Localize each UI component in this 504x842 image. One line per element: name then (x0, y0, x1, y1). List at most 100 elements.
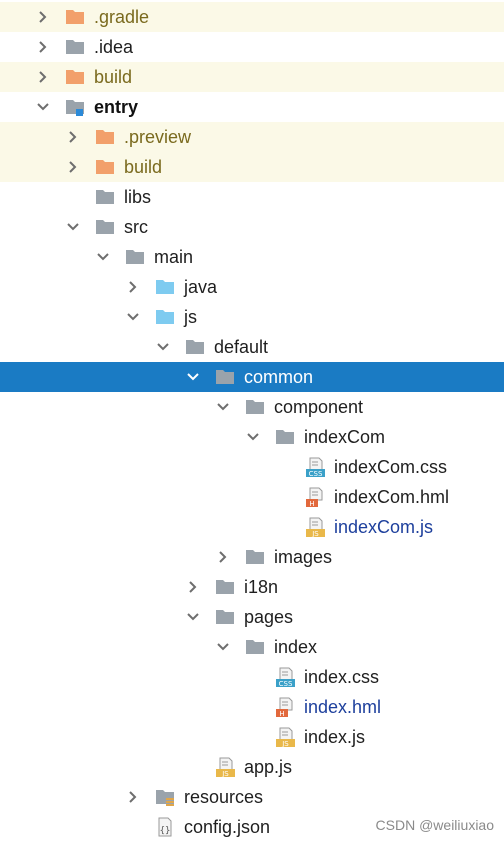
tree-row[interactable]: i18n (0, 572, 504, 602)
tree-row[interactable]: java (0, 272, 504, 302)
tree-row[interactable]: default (0, 332, 504, 362)
tree-row[interactable]: CSS index.css (0, 662, 504, 692)
tree-row-label: pages (244, 607, 294, 627)
chevron-right-icon[interactable] (36, 10, 50, 24)
tree-row[interactable]: build (0, 62, 504, 92)
chevron-right-icon[interactable] (186, 580, 200, 594)
css-file-icon: CSS (275, 667, 295, 687)
tree-row-label: indexCom.js (334, 517, 434, 537)
tree-row-label: js (184, 307, 197, 327)
chevron-down-icon[interactable] (246, 430, 260, 444)
chevron-down-icon[interactable] (126, 310, 140, 324)
hml-file-icon: H (305, 487, 325, 507)
chevron-right-icon[interactable] (66, 160, 80, 174)
folder-gray-icon (275, 427, 295, 447)
js-file-icon: JS (215, 757, 235, 777)
tree-row[interactable]: JS index.js (0, 722, 504, 752)
folder-gray-icon (245, 397, 265, 417)
tree-row-label: common (244, 367, 314, 387)
tree-row-label: index.css (304, 667, 380, 687)
svg-text:CSS: CSS (309, 470, 323, 477)
folder-gray-icon (185, 337, 205, 357)
tree-row[interactable]: build (0, 152, 504, 182)
tree-row-label: resources (184, 787, 264, 807)
tree-row[interactable]: .idea (0, 32, 504, 62)
folder-orange-icon (65, 7, 85, 27)
tree-row-label: indexCom (304, 427, 386, 447)
folder-gray-icon (215, 577, 235, 597)
tree-row[interactable]: CSS indexCom.css (0, 452, 504, 482)
tree-row-label: component (274, 397, 364, 417)
chevron-down-icon[interactable] (216, 400, 230, 414)
js-file-icon: JS (275, 727, 295, 747)
svg-text:H: H (309, 500, 314, 507)
folder-blue-icon (155, 307, 175, 327)
watermark: CSDN @weiliuxiao (375, 817, 494, 833)
folder-gray-icon (215, 367, 235, 387)
chevron-down-icon[interactable] (36, 100, 50, 114)
tree-row-label: default (214, 337, 269, 357)
tree-row-label: index.hml (304, 697, 382, 717)
tree-row-label: build (94, 67, 133, 87)
tree-row-label: .preview (124, 127, 192, 147)
chevron-right-icon[interactable] (36, 40, 50, 54)
tree-row-label: src (124, 217, 148, 237)
tree-row-label: config.json (184, 817, 271, 837)
tree-row[interactable]: {} config.json (0, 812, 504, 842)
tree-row-label: index (274, 637, 318, 657)
tree-row-label: index.js (304, 727, 366, 747)
hml-file-icon: H (275, 697, 295, 717)
tree-row[interactable]: main (0, 242, 504, 272)
svg-text:JS: JS (221, 770, 229, 777)
tree-row-label: app.js (244, 757, 293, 777)
tree-row[interactable]: images (0, 542, 504, 572)
tree-row[interactable]: libs (0, 182, 504, 212)
chevron-right-icon[interactable] (36, 70, 50, 84)
chevron-right-icon[interactable] (66, 130, 80, 144)
tree-row[interactable]: index (0, 632, 504, 662)
folder-gray-icon (65, 37, 85, 57)
folder-gray-icon (95, 217, 115, 237)
js-file-icon: JS (305, 517, 325, 537)
folder-blue-icon (155, 277, 175, 297)
json-file-icon: {} (155, 817, 175, 837)
css-file-icon: CSS (305, 457, 325, 477)
chevron-down-icon[interactable] (186, 370, 200, 384)
tree-row-label: indexCom.css (334, 457, 448, 477)
svg-text:CSS: CSS (279, 680, 293, 687)
chevron-right-icon[interactable] (216, 550, 230, 564)
tree-row[interactable]: JS indexCom.js (0, 512, 504, 542)
folder-orange-icon (95, 127, 115, 147)
tree-row[interactable]: common (0, 362, 504, 392)
resources-folder-icon (155, 787, 175, 807)
tree-row[interactable]: js (0, 302, 504, 332)
chevron-down-icon[interactable] (96, 250, 110, 264)
module-folder-icon (65, 97, 85, 117)
tree-row[interactable]: component (0, 392, 504, 422)
tree-row[interactable]: entry (0, 92, 504, 122)
chevron-right-icon[interactable] (126, 790, 140, 804)
chevron-down-icon[interactable] (156, 340, 170, 354)
tree-row-label: i18n (244, 577, 279, 597)
chevron-down-icon[interactable] (66, 220, 80, 234)
tree-row-label: libs (124, 187, 152, 207)
chevron-down-icon[interactable] (216, 640, 230, 654)
tree-row[interactable]: resources (0, 782, 504, 812)
tree-row[interactable]: pages (0, 602, 504, 632)
chevron-down-icon[interactable] (186, 610, 200, 624)
tree-row-label: images (274, 547, 333, 567)
tree-row-label: .gradle (94, 7, 150, 27)
tree-row[interactable]: .preview (0, 122, 504, 152)
chevron-right-icon[interactable] (126, 280, 140, 294)
tree-row-label: java (184, 277, 218, 297)
tree-row[interactable]: .gradle (0, 2, 504, 32)
tree-row[interactable]: JS app.js (0, 752, 504, 782)
folder-gray-icon (245, 637, 265, 657)
svg-text:JS: JS (311, 530, 319, 537)
tree-row[interactable]: src (0, 212, 504, 242)
tree-row-label: entry (94, 97, 139, 117)
tree-row[interactable]: indexCom (0, 422, 504, 452)
folder-gray-icon (125, 247, 145, 267)
